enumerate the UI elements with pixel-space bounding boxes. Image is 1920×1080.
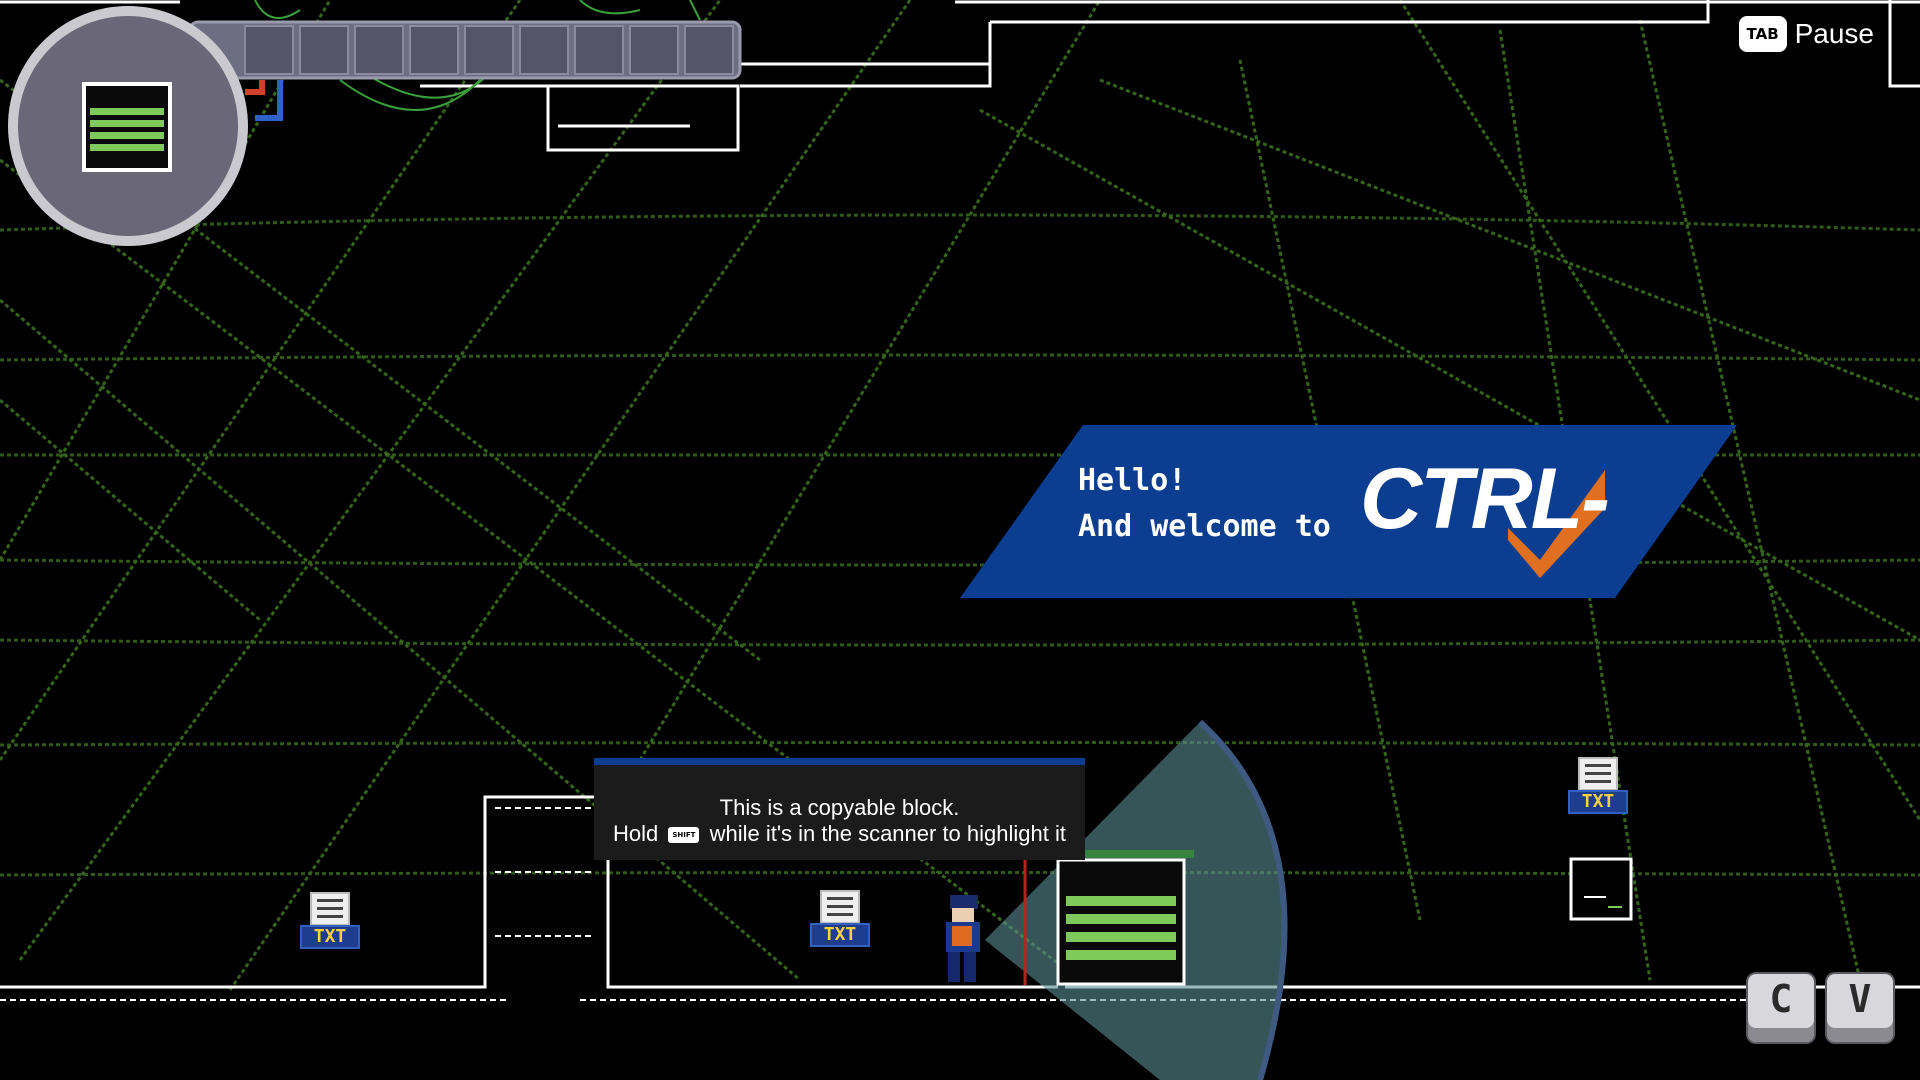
welcome-banner-bg: [960, 425, 1737, 598]
document-icon: [310, 892, 350, 926]
file-type-badge: TXT: [810, 923, 870, 947]
clipboard-slot: [8, 6, 248, 246]
document-icon: [1578, 757, 1618, 791]
tooltip-hold-text: Hold: [613, 821, 659, 846]
tooltip-after-text: while it's in the scanner to highlight i…: [709, 821, 1066, 846]
tab-key-icon: TAB: [1738, 16, 1787, 52]
copyable-binary-block[interactable]: [1056, 850, 1194, 986]
txt-file-pickup[interactable]: TXT: [810, 890, 870, 954]
paste-key-button[interactable]: V: [1827, 974, 1893, 1042]
txt-file-pickup[interactable]: TXT: [300, 892, 360, 956]
file-type-badge: TXT: [300, 925, 360, 949]
welcome-banner: Hello! And welcome to: [1078, 458, 1331, 550]
player-character: [946, 895, 980, 982]
banner-line-welcome: And welcome to: [1078, 509, 1331, 544]
checkmark-icon: [1508, 470, 1605, 578]
file-type-badge: TXT: [1568, 790, 1628, 814]
copy-key-button[interactable]: C: [1748, 974, 1814, 1042]
game-logo: CTRL-: [1360, 451, 1610, 547]
document-icon: [820, 890, 860, 924]
tooltip-line-2: Hold SHIFT while it's in the scanner to …: [594, 821, 1085, 847]
pause-indicator[interactable]: TAB Pause: [1738, 16, 1874, 52]
grid-horizontal-lines: [0, 213, 1920, 877]
terminal-screen: [1569, 857, 1633, 921]
copyable-block-tooltip: This is a copyable block. Hold SHIFT whi…: [594, 758, 1085, 860]
pause-label: Pause: [1794, 18, 1874, 49]
copy-pipe: [188, 20, 742, 121]
tooltip-line-1: This is a copyable block.: [719, 795, 960, 820]
shift-key-icon: SHIFT: [668, 827, 700, 844]
banner-line-hello: Hello!: [1078, 463, 1187, 498]
upper-platform-outline: [0, 0, 1920, 152]
txt-file-pickup[interactable]: TXT: [1568, 757, 1628, 821]
